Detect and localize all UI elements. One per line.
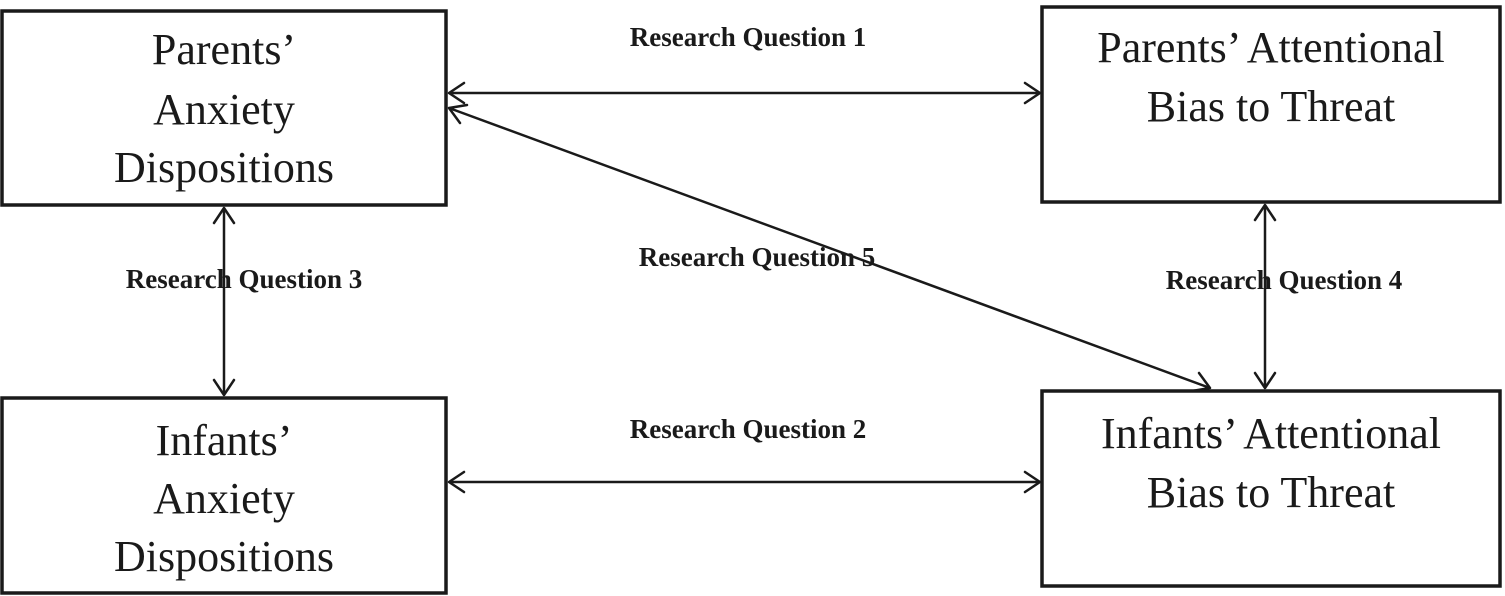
arrowhead-down (212, 378, 236, 397)
box-infants-anxiety-line-2: Anxiety (153, 474, 295, 523)
box-parents-anxiety: Parents’ Anxiety Dispositions (0, 9, 448, 207)
arrow-rq1 (447, 81, 1042, 105)
box-parents-bias-line-2: Bias to Threat (1147, 82, 1395, 131)
arrow-rq4 (1253, 203, 1277, 390)
label-research-question-2: Research Question 2 (630, 414, 867, 444)
arrowhead-left (447, 81, 466, 105)
arrowhead-right (1023, 81, 1042, 105)
label-research-question-3: Research Question 3 (126, 264, 363, 294)
box-parents-bias-line-1: Parents’ Attentional (1097, 23, 1444, 72)
arrow-rq3 (212, 206, 236, 397)
box-parents-anxiety-line-3: Dispositions (114, 143, 334, 192)
box-parents-bias: Parents’ Attentional Bias to Threat (1040, 5, 1502, 204)
box-parents-anxiety-line-1: Parents’ (152, 25, 296, 74)
box-infants-bias-line-2: Bias to Threat (1147, 468, 1395, 517)
box-infants-bias-line-1: Infants’ Attentional (1101, 409, 1441, 458)
arrowhead-upper (447, 103, 469, 125)
arrowhead-up (212, 206, 236, 225)
box-parents-anxiety-line-2: Anxiety (153, 85, 295, 134)
box-infants-anxiety: Infants’ Anxiety Dispositions (0, 396, 448, 595)
arrow-rq2 (447, 470, 1042, 494)
arrowhead-lower (1190, 371, 1212, 393)
arrow-rq5 (447, 103, 1212, 393)
box-infants-anxiety-line-1: Infants’ (156, 416, 293, 465)
arrowhead-down (1253, 371, 1277, 390)
arrowhead-right (1023, 470, 1042, 494)
box-infants-bias: Infants’ Attentional Bias to Threat (1040, 389, 1502, 588)
box-infants-anxiety-line-3: Dispositions (114, 532, 334, 581)
arrowhead-up (1253, 203, 1277, 222)
label-research-question-5: Research Question 5 (639, 242, 876, 272)
label-research-question-4: Research Question 4 (1166, 265, 1403, 295)
label-research-question-1: Research Question 1 (630, 22, 867, 52)
arrowhead-left (447, 470, 466, 494)
